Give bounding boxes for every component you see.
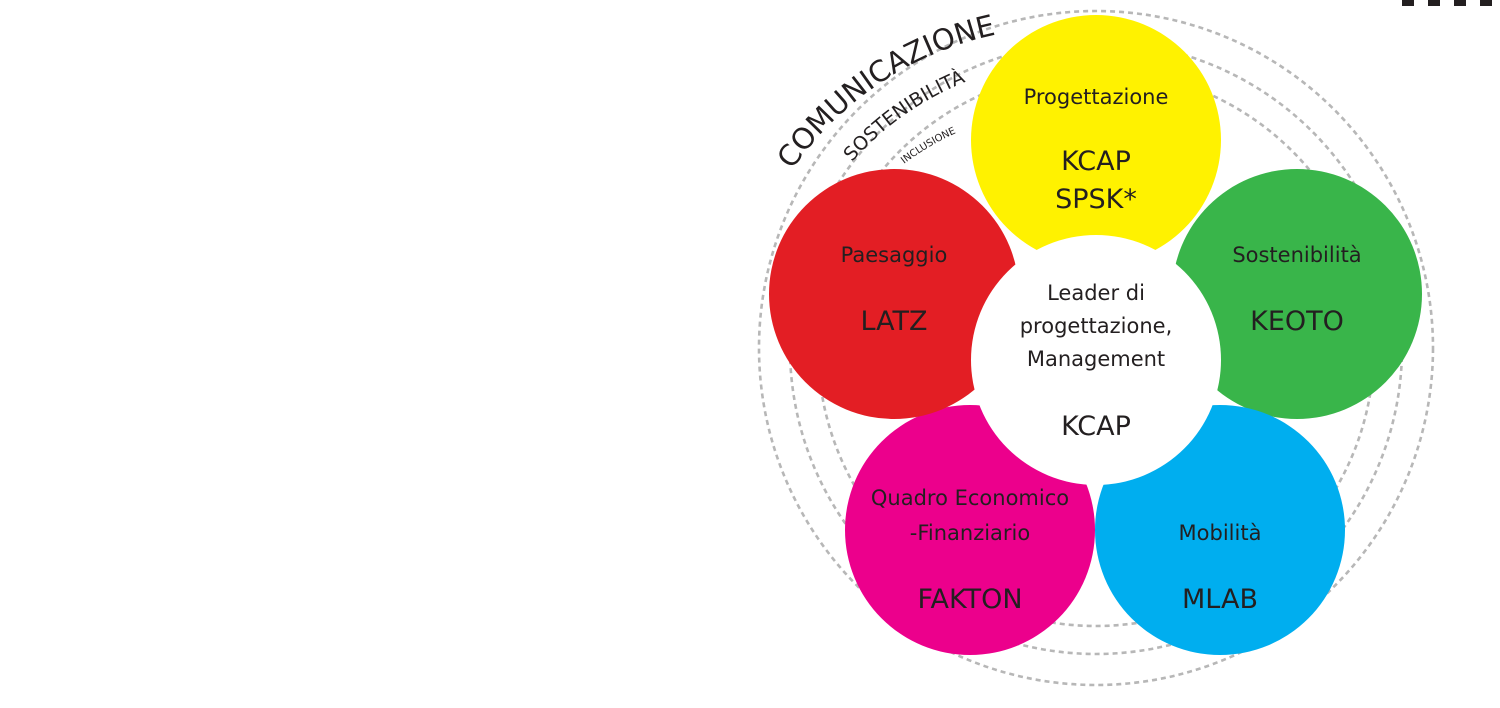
center-node: Leader di progettazione, Management KCAP bbox=[971, 235, 1221, 485]
petal-sostenibilita-topic: Sostenibilità bbox=[1232, 243, 1361, 267]
petal-paesaggio: Paesaggio LATZ bbox=[769, 169, 1019, 419]
cropped-corner-marks bbox=[1402, 0, 1492, 6]
petal-quadro-economico-topic-1: Quadro Economico bbox=[871, 486, 1069, 510]
petal-paesaggio-partner: LATZ bbox=[860, 306, 927, 337]
petal-mobilita-topic: Mobilità bbox=[1179, 521, 1262, 545]
center-circle bbox=[971, 235, 1221, 485]
petal-paesaggio-circle bbox=[769, 169, 1019, 419]
ring-label-inclusione-path: INCLUSIONE bbox=[899, 126, 957, 167]
petal-progettazione-partner-1: KCAP bbox=[1061, 146, 1131, 177]
petal-quadro-economico-topic-2: -Finanziario bbox=[910, 521, 1031, 545]
ring-label-comunicazione-path: COMUNICAZIONE bbox=[770, 8, 998, 174]
petal-progettazione-topic: Progettazione bbox=[1024, 85, 1169, 109]
corner-mark-4 bbox=[1480, 0, 1492, 6]
outer-ring bbox=[757, 9, 1435, 687]
petal-progettazione-partner-2: SPSK* bbox=[1055, 184, 1137, 215]
center-line-2: progettazione, bbox=[1020, 314, 1173, 338]
petal-paesaggio-topic: Paesaggio bbox=[841, 243, 948, 267]
petal-quadro-economico: Quadro Economico -Finanziario FAKTON bbox=[845, 405, 1095, 655]
ring-label-inclusione: INCLUSIONE bbox=[899, 126, 957, 167]
petal-mobilita-partner: MLAB bbox=[1182, 584, 1258, 615]
center-line-3: Management bbox=[1027, 347, 1165, 371]
center-line-1: Leader di bbox=[1047, 281, 1145, 305]
center-partner: KCAP bbox=[1061, 411, 1131, 442]
petal-quadro-economico-partner: FAKTON bbox=[917, 584, 1022, 615]
petal-progettazione-circle bbox=[971, 15, 1221, 265]
petal-sostenibilita: Sostenibilità KEOTO bbox=[1172, 169, 1422, 419]
ring-label-comunicazione: COMUNICAZIONE bbox=[770, 8, 998, 174]
corner-mark-1 bbox=[1402, 0, 1414, 6]
corner-mark-2 bbox=[1428, 0, 1440, 6]
petal-sostenibilita-partner: KEOTO bbox=[1250, 306, 1344, 337]
petal-progettazione: Progettazione KCAP SPSK* bbox=[971, 15, 1221, 265]
corner-mark-3 bbox=[1454, 0, 1466, 6]
petal-sostenibilita-circle bbox=[1172, 169, 1422, 419]
